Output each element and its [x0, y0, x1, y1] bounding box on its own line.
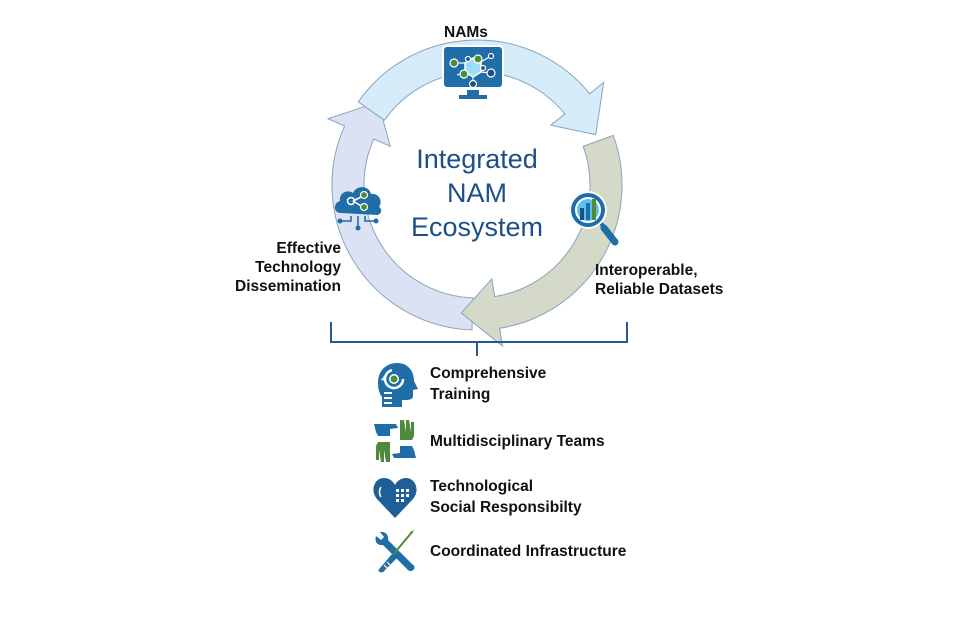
monitor-network-icon	[442, 45, 504, 99]
wrench-screwdriver-icon	[375, 530, 415, 573]
enabler-item: Technological Social Responsibilty	[372, 474, 582, 520]
node-label-line: Technology	[255, 259, 341, 276]
enabler-label-line: Training	[430, 386, 491, 403]
enabler-item: Comprehensive Training	[372, 361, 546, 407]
enabler-label: Multidisciplinary Teams	[430, 431, 605, 452]
enabler-label: Coordinated Infrastructure	[430, 541, 626, 562]
enabler-label-line: Social Responsibilty	[430, 499, 582, 516]
node-label-line: Interoperable,	[595, 262, 698, 279]
center-title: Integrated NAM Ecosystem	[377, 142, 577, 244]
head-gear-icon	[378, 363, 418, 407]
node-label-line: Dissemination	[235, 278, 341, 295]
segment-nams	[357, 39, 605, 136]
node-label-line: Effective	[276, 240, 341, 257]
enabler-label-line: Comprehensive	[430, 365, 547, 382]
cloud-share-icon	[334, 187, 382, 231]
center-title-line: Integrated	[416, 144, 538, 174]
joined-hands-icon	[374, 420, 416, 462]
enabler-label: Technological Social Responsibilty	[430, 476, 582, 518]
node-label-dissemination: Effective Technology Dissemination	[220, 239, 341, 296]
enabler-item: Multidisciplinary Teams	[372, 418, 605, 464]
enabler-label: Comprehensive Training	[430, 363, 546, 405]
center-title-line: Ecosystem	[410, 212, 544, 242]
segment-dissemination	[326, 101, 474, 331]
heart-chip-icon	[373, 478, 417, 518]
node-label-line: Reliable Datasets	[595, 281, 724, 298]
center-title-line: NAM	[447, 178, 507, 208]
enabler-item: Coordinated Infrastructure	[372, 528, 626, 574]
enabler-label-line: Multidisciplinary Teams	[430, 432, 605, 450]
enabler-label-line: Technological	[430, 478, 534, 495]
bracket	[330, 322, 628, 356]
enabler-label-line: Coordinated Infrastructure	[430, 542, 627, 560]
magnifier-chart-icon	[569, 191, 619, 246]
node-label-line: NAMs	[444, 24, 488, 41]
node-label-datasets: Interoperable, Reliable Datasets	[595, 261, 723, 299]
node-label-nams: NAMs	[444, 23, 488, 42]
